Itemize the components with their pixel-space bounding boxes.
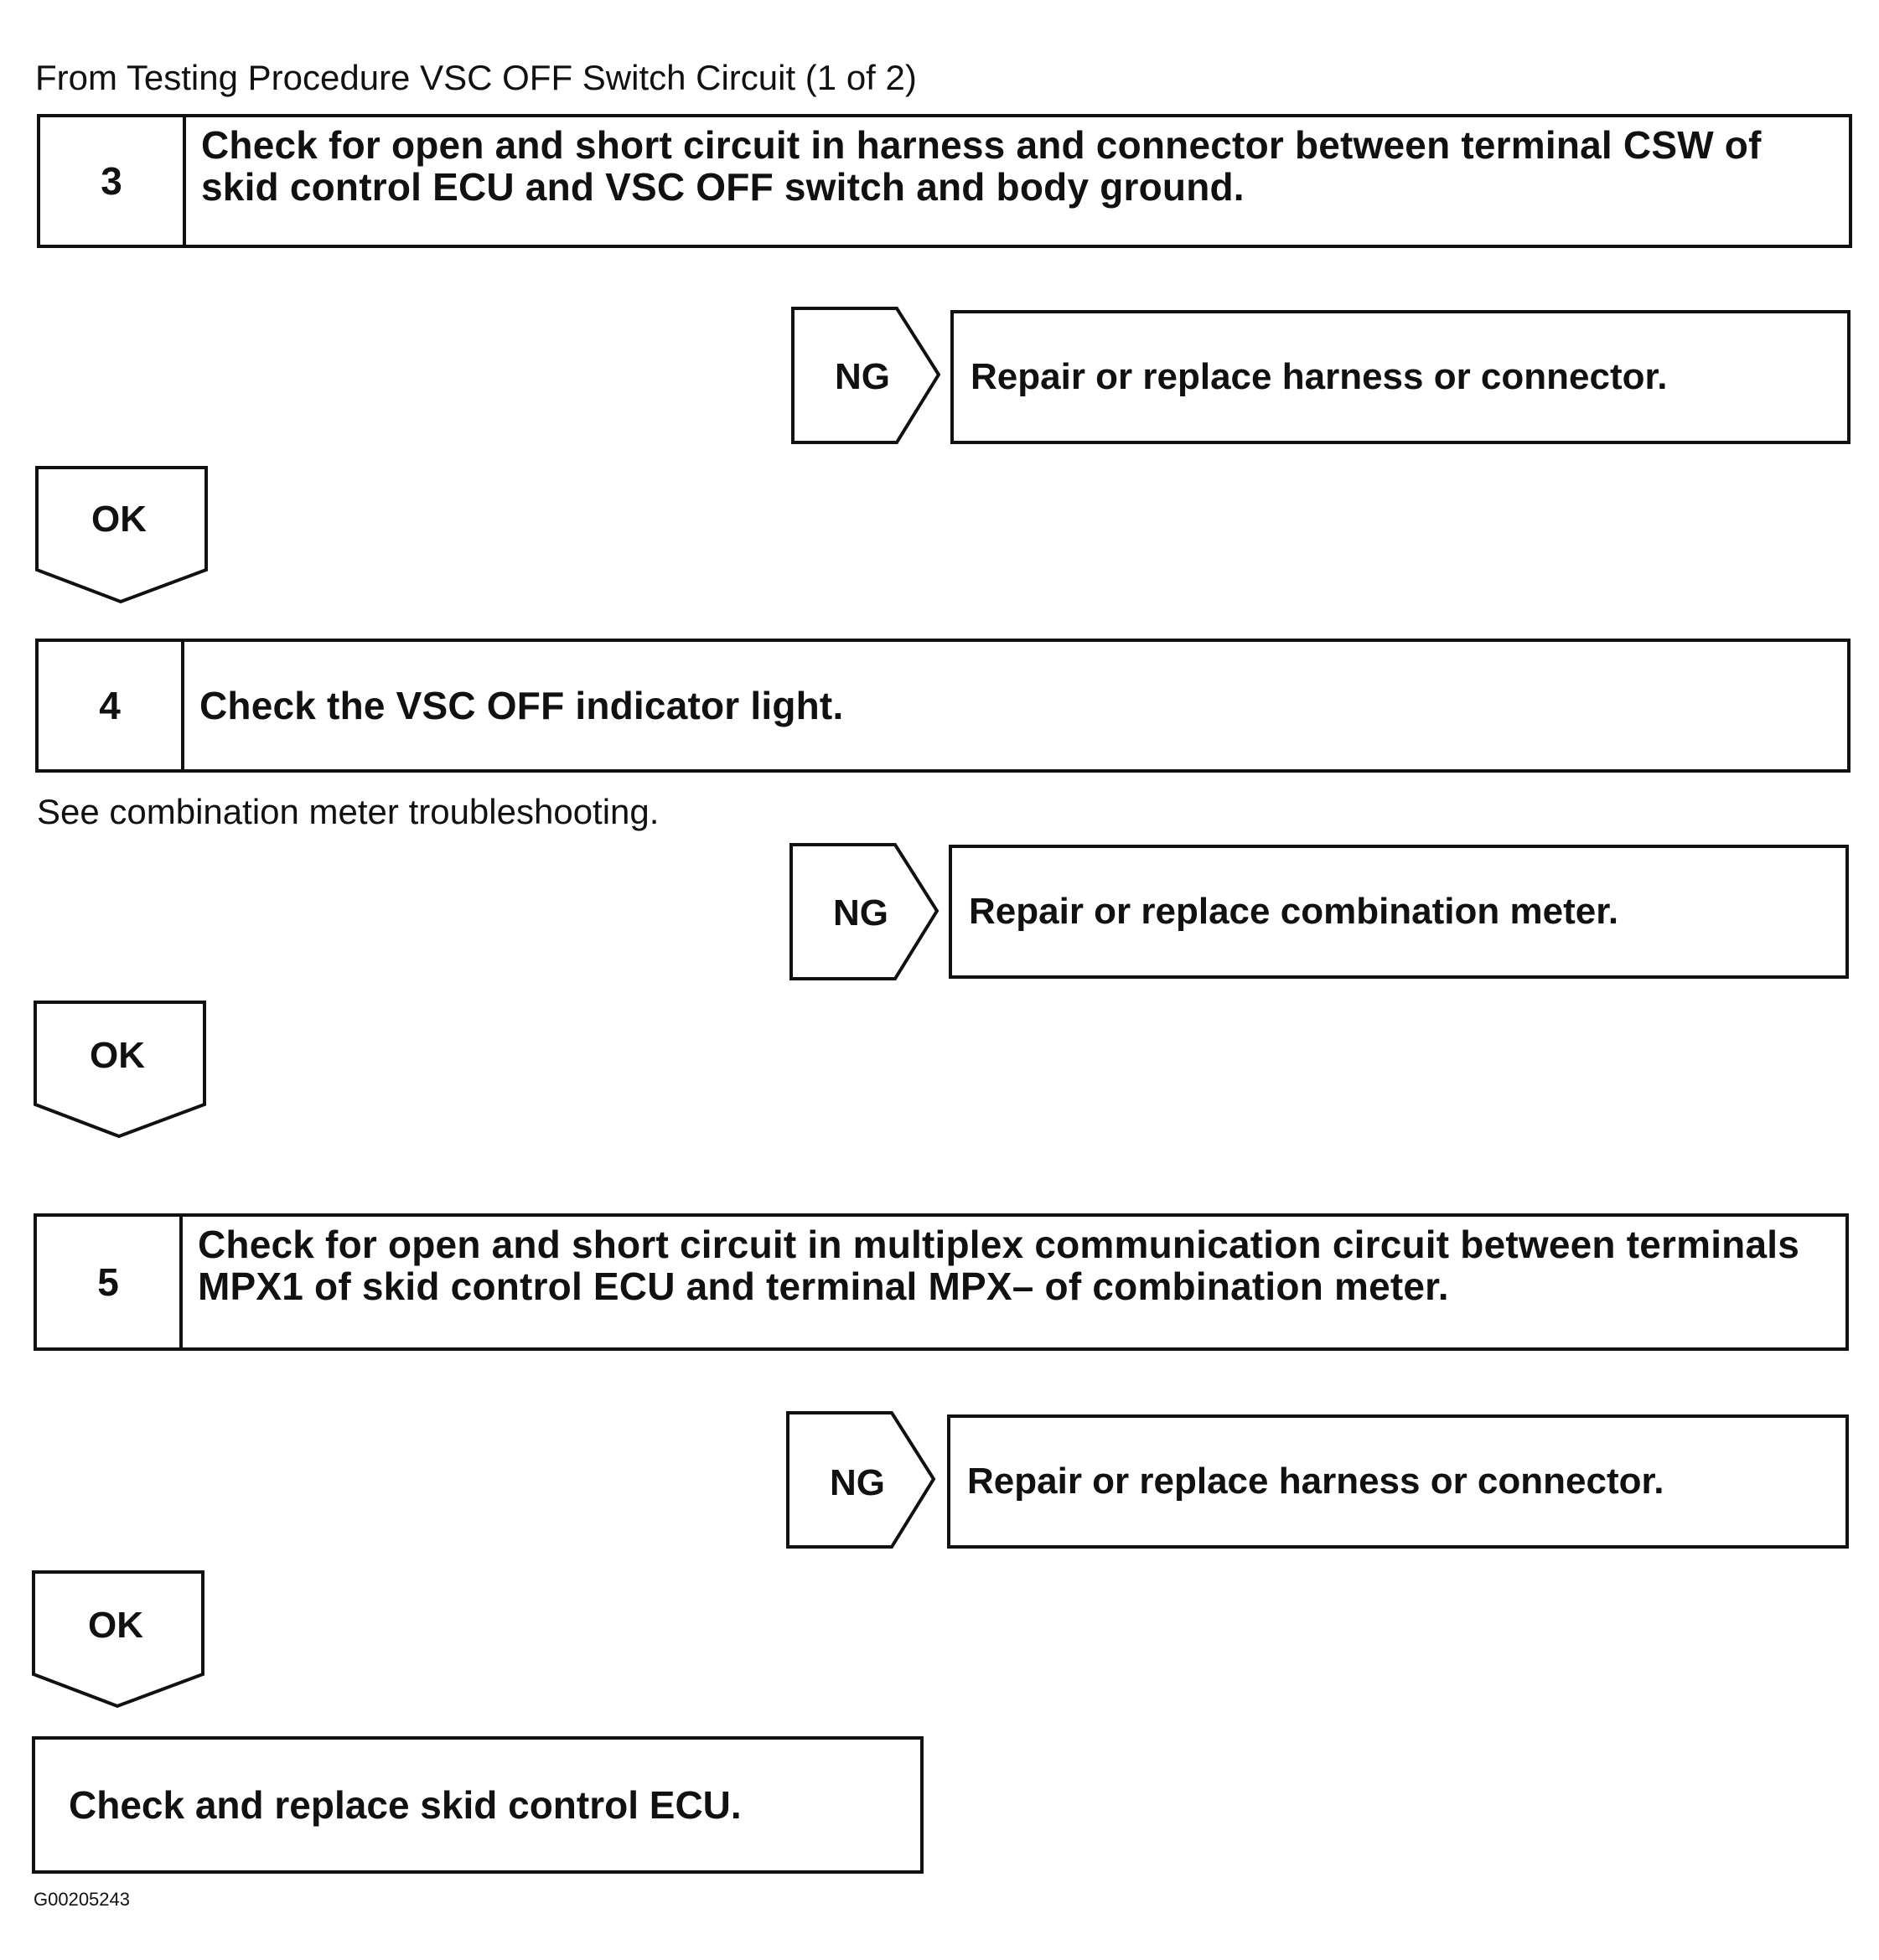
- step-3-box: 3 Check for open and short circuit in ha…: [37, 114, 1852, 248]
- step-4-ng-arrow: [789, 843, 939, 980]
- step-3-ng-label: NG: [835, 356, 890, 397]
- step-4-ok-label: OK: [90, 1035, 145, 1076]
- final-action-box: Check and replace skid control ECU.: [32, 1736, 924, 1874]
- step-5-number: 5: [37, 1217, 183, 1347]
- step-5-ng-label: NG: [830, 1462, 885, 1503]
- step-4-ok-arrow: [34, 1001, 206, 1139]
- step-4-ng-label: NG: [833, 892, 888, 933]
- step-5-box: 5 Check for open and short circuit in mu…: [34, 1213, 1849, 1351]
- step-5-ok-label: OK: [88, 1605, 143, 1646]
- step-4-ng-action: Repair or replace combination meter.: [949, 845, 1849, 979]
- step-5-ok-arrow: [32, 1570, 204, 1709]
- step-3-ok-label: OK: [91, 499, 147, 540]
- step-5-ng-action: Repair or replace harness or connector.: [947, 1414, 1849, 1549]
- source-reference: From Testing Procedure VSC OFF Switch Ci…: [35, 58, 917, 97]
- step-3-ng-action: Repair or replace harness or connector.: [950, 310, 1851, 444]
- step-4-note: See combination meter troubleshooting.: [37, 792, 660, 831]
- figure-code: G00205243: [34, 1889, 130, 1910]
- step-3-ok-arrow: [35, 466, 208, 604]
- step-4-box: 4 Check the VSC OFF indicator light.: [35, 639, 1851, 773]
- step-5-text: Check for open and short circuit in mult…: [198, 1223, 1800, 1308]
- step-3-number: 3: [40, 117, 186, 245]
- step-4-number: 4: [39, 642, 184, 769]
- step-4-text: Check the VSC OFF indicator light.: [199, 684, 844, 727]
- step-5-ng-arrow: [786, 1411, 936, 1549]
- step-3-ng-arrow: [791, 307, 941, 444]
- step-3-text: Check for open and short circuit in harn…: [201, 123, 1762, 209]
